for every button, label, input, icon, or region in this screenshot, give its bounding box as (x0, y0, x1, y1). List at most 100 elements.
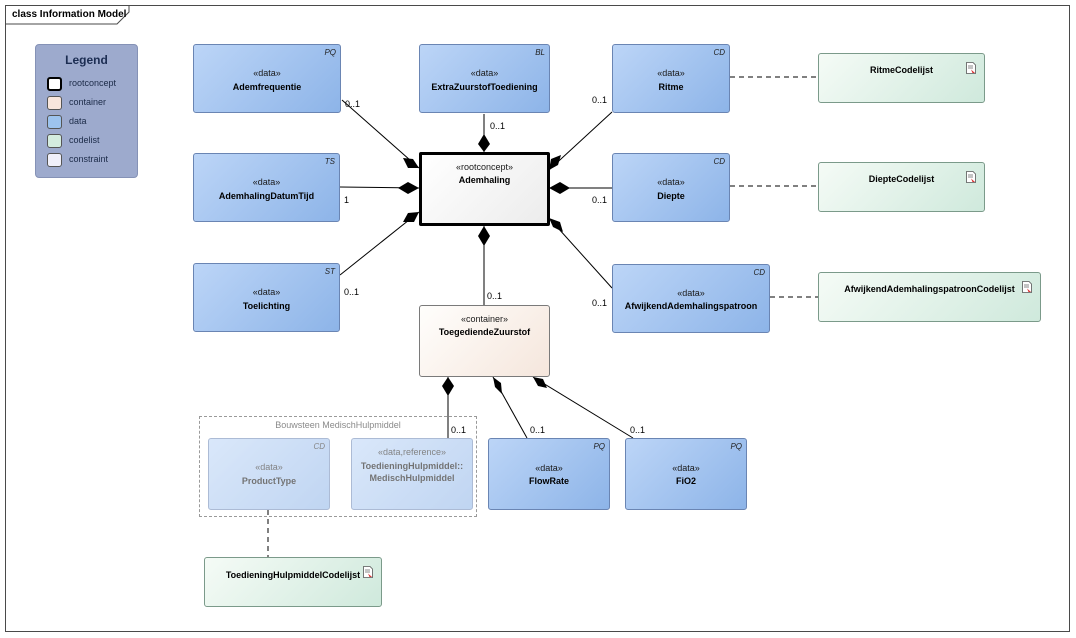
group-bouwsteen-medischhulpmiddel[interactable]: Bouwsteen MedischHulpmiddel (199, 416, 477, 517)
class-toelichting[interactable]: ST «data» Toelichting (193, 263, 340, 332)
class-name: ToegediendeZuurstof (438, 327, 531, 337)
codelist-dieptecodelijst[interactable]: DiepteCodelijst (818, 162, 985, 212)
class-diepte[interactable]: CD «data» Diepte (612, 153, 730, 222)
frame-title-tab (5, 5, 130, 25)
class-name: Toelichting (242, 301, 291, 311)
class-name: FiO2 (675, 476, 696, 486)
legend-title: Legend (65, 53, 108, 67)
datatype-label: CD (313, 442, 325, 451)
stereotype-label: «rootconcept» (455, 162, 514, 172)
stereotype-label: «data» (657, 177, 685, 187)
assoc-toelichting[interactable] (339, 211, 420, 276)
diamond-toegediende (478, 226, 490, 246)
multiplicity-diepte: 0..1 (592, 195, 608, 205)
diamond-toelichting (403, 212, 419, 222)
class-toegediendezuurstof[interactable]: «container» ToegediendeZuurstof (419, 305, 550, 377)
diamond-flowrate (493, 377, 502, 394)
datatype-label: TS (324, 157, 335, 166)
multiplicity-afwijkendademhalingspatroon: 0..1 (592, 298, 608, 308)
multiplicity-toedieninghulpmiddel: 0..1 (451, 425, 467, 435)
document-icon (966, 171, 976, 183)
legend-swatch-data (47, 115, 62, 129)
class-producttype[interactable]: CD «data» ProductType (208, 438, 330, 510)
multiplicity-ademhalingdatumtijd: 1 (344, 195, 350, 205)
class-name: RitmeCodelijst (869, 65, 933, 75)
multiplicity-extrazuurstoftoediening: 0..1 (490, 121, 506, 131)
class-ritme[interactable]: CD «data» Ritme (612, 44, 730, 113)
legend: Legend rootconcept container data codeli… (35, 44, 138, 178)
stereotype-label: «data» (252, 287, 281, 297)
multiplicity-ritme: 0..1 (592, 95, 608, 105)
stereotype-label: «data» (470, 68, 499, 78)
legend-label-codelist: codelist (69, 135, 100, 145)
class-afwijkendademhalingspatroon[interactable]: CD «data» AfwijkendAdemhalingspatroon (612, 264, 770, 333)
datatype-label: PQ (324, 48, 336, 57)
assoc-ademfrequentie[interactable] (341, 99, 420, 169)
stereotype-label: «data» (255, 462, 283, 472)
class-toedieninghulpmiddel-medischhulpmiddel[interactable]: «data,reference» ToedieningHulpmiddel:: … (351, 438, 473, 510)
codelist-ritmecodelijst[interactable]: RitmeCodelijst (818, 53, 985, 103)
diamond-ademfrequentie (403, 158, 419, 168)
class-ademfrequentie[interactable]: PQ «data» Ademfrequentie (193, 44, 341, 113)
diamond-datumtijd (398, 182, 419, 194)
diamond-afwijkend (549, 218, 563, 232)
assoc-ritme[interactable] (548, 111, 613, 171)
group-label: Bouwsteen MedischHulpmiddel (275, 420, 401, 430)
class-name: AfwijkendAdemhalingspatroonCodelijst (844, 284, 1015, 294)
datatype-label: BL (535, 48, 545, 57)
stereotype-label: «data» (657, 68, 685, 78)
legend-label-rootconcept: rootconcept (69, 78, 117, 88)
document-icon (363, 566, 373, 578)
class-name: DiepteCodelijst (868, 174, 935, 184)
legend-swatch-rootconcept (47, 77, 62, 91)
class-name: ToedieningHulpmiddel:: (360, 461, 464, 471)
stereotype-label: «container» (460, 314, 509, 324)
diagram-frame (5, 5, 1070, 632)
class-name: AfwijkendAdemhalingspatroon (624, 301, 758, 311)
stereotype-label: «data» (677, 288, 705, 298)
class-name: ToedieningHulpmiddelCodelijst (225, 570, 361, 580)
codelist-toedieninghulpmiddelcodelijst[interactable]: ToedieningHulpmiddelCodelijst (204, 557, 382, 607)
class-name: FlowRate (528, 476, 569, 486)
stereotype-label: «data» (535, 463, 563, 473)
document-icon (1022, 281, 1032, 293)
legend-swatch-codelist (47, 134, 62, 148)
legend-label-data: data (69, 116, 87, 126)
diamond-hulpmiddel (442, 377, 454, 396)
class-flowrate[interactable]: PQ «data» FlowRate (488, 438, 610, 510)
multiplicity-toegediendezuurstof: 0..1 (487, 291, 503, 301)
datatype-label: ST (324, 267, 335, 276)
class-ademhaling-root[interactable]: «rootconcept» Ademhaling (419, 152, 550, 226)
diamond-diepte (549, 182, 570, 194)
multiplicity-ademfrequentie: 0..1 (345, 99, 361, 109)
class-name: Ademhaling (458, 175, 511, 185)
legend-swatch-constraint (47, 153, 62, 167)
datatype-label: PQ (593, 442, 605, 451)
class-name: Ademfrequentie (232, 82, 302, 92)
datatype-label: CD (753, 268, 765, 277)
class-name: Diepte (657, 191, 685, 201)
class-name-line2: MedischHulpmiddel (369, 473, 455, 483)
class-fio2[interactable]: PQ «data» FiO2 (625, 438, 747, 510)
class-ademhalingdatumtijd[interactable]: TS «data» AdemhalingDatumTijd (193, 153, 340, 222)
legend-swatch-container (47, 96, 62, 110)
stereotype-label: «data,reference» (377, 447, 447, 457)
class-name: ExtraZuurstofToediening (431, 82, 538, 92)
legend-label-container: container (69, 97, 107, 107)
multiplicity-toelichting: 0..1 (344, 287, 360, 297)
multiplicity-flowrate: 0..1 (530, 425, 546, 435)
datatype-label: PQ (730, 442, 742, 451)
diamond-ritme (549, 155, 561, 170)
class-name: Ritme (658, 82, 684, 92)
datatype-label: CD (713, 48, 725, 57)
class-extrazuurstoftoediening[interactable]: BL «data» ExtraZuurstofToediening (419, 44, 550, 113)
legend-label-constraint: constraint (69, 154, 109, 164)
diagram-title: class Information Model (12, 9, 127, 20)
stereotype-label: «data» (252, 177, 281, 187)
codelist-afwijkendademhalingspatrooncodelijst[interactable]: AfwijkendAdemhalingspatroonCodelijst (818, 272, 1041, 322)
multiplicity-fio2: 0..1 (630, 425, 646, 435)
class-name: ProductType (241, 476, 297, 486)
assoc-fio2[interactable] (532, 376, 634, 439)
